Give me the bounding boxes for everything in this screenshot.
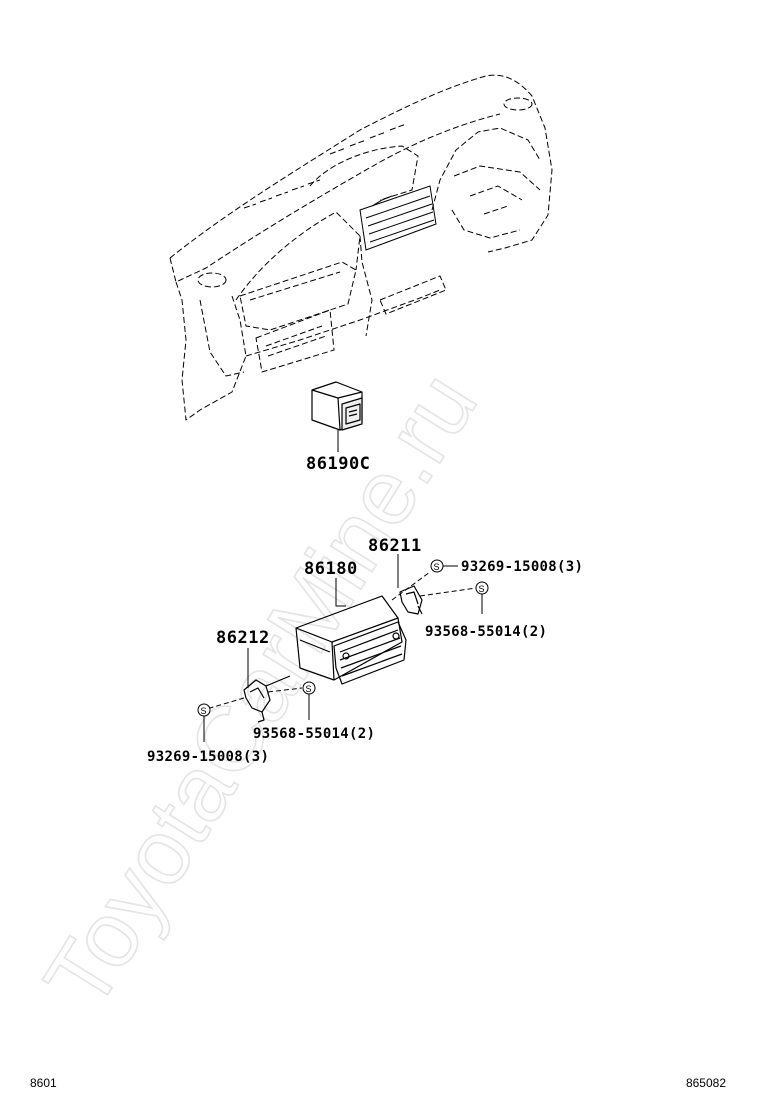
fastener-symbol-screw-left-letter: S	[201, 706, 207, 716]
part-label-86211: 86211	[368, 536, 422, 556]
dashboard-radio-face	[359, 185, 437, 251]
watermark: ToyotaCarMine.ru	[25, 356, 496, 1026]
fastener-symbol-screw-right-letter: S	[434, 562, 440, 572]
part-label-93269-15008-right: 93269-15008(3)	[461, 559, 583, 575]
leader-bolt-right	[419, 587, 477, 597]
footer-left-code: 8601	[30, 1076, 57, 1090]
fastener-symbol-bolt-left-letter: S	[306, 684, 312, 694]
part-label-86190C: 86190C	[306, 454, 370, 474]
leader-bolt-left	[267, 687, 303, 693]
fastener-symbol-bolt-right-letter: S	[479, 584, 485, 594]
switch-86190C-illustration	[311, 381, 363, 431]
bracket-86211-illustration	[399, 585, 423, 615]
radio-unit-86180-illustration	[295, 595, 407, 685]
bracket-86212-illustration	[243, 675, 291, 723]
part-label-86180: 86180	[304, 559, 358, 579]
dashboard-illustration	[169, 74, 553, 421]
footer-right-code: 865082	[685, 1076, 726, 1090]
part-label-93568-55014-right: 93568-55014(2)	[425, 624, 547, 640]
leader-screw-left	[209, 697, 245, 709]
part-label-93269-15008-left: 93269-15008(3)	[147, 749, 269, 765]
part-label-93568-55014-left: 93568-55014(2)	[253, 726, 375, 742]
part-label-86212: 86212	[216, 628, 270, 648]
leader-86180	[335, 578, 346, 607]
